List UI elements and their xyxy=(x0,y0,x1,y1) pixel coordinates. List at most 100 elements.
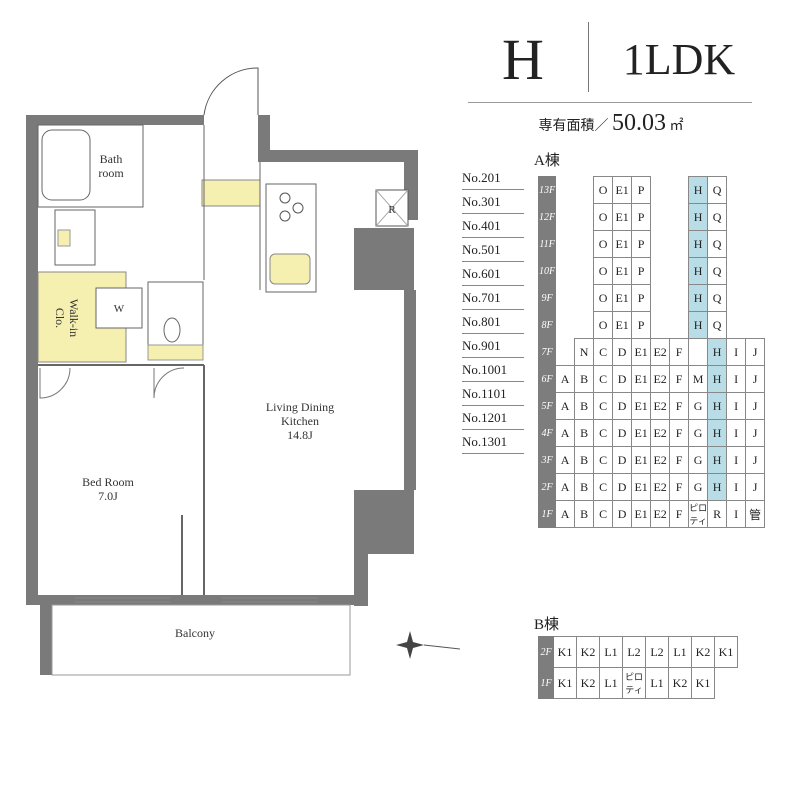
walkin-label: Walk-in xyxy=(67,299,81,337)
unit-cell: A xyxy=(555,500,576,528)
unit-number: No.201 xyxy=(462,166,524,190)
unit-cell: G xyxy=(688,446,709,474)
area-value: 50.03 xyxy=(612,110,666,136)
unit-cell: D xyxy=(612,473,633,501)
floor-tag: 13F xyxy=(537,176,557,204)
unit-cell: E2 xyxy=(650,446,671,474)
unit-cell: I xyxy=(726,392,747,420)
unit-cell: A xyxy=(555,392,576,420)
unit-cell: D xyxy=(612,392,633,420)
unit-number: No.801 xyxy=(462,310,524,334)
unit-cell xyxy=(670,204,689,231)
unit-type-title: H xyxy=(502,27,544,92)
unit-cell: F xyxy=(669,473,690,501)
unit-cell xyxy=(670,258,689,285)
unit-cell: N xyxy=(574,338,595,366)
unit-number: No.701 xyxy=(462,286,524,310)
unit-cell: K1 xyxy=(553,636,577,668)
toilet-shelf xyxy=(147,344,204,361)
walkin-label-2: Clo. xyxy=(53,308,67,328)
washer-label: W xyxy=(114,303,125,315)
unit-cell: K1 xyxy=(714,636,738,668)
unit-cell xyxy=(727,177,746,204)
bath-label-2: room xyxy=(98,166,124,180)
floor-tag: 10F xyxy=(537,257,557,285)
unit-cell: Q xyxy=(707,176,728,204)
unit-number: No.1201 xyxy=(462,406,524,430)
unit-cell xyxy=(651,231,670,258)
unit-cell xyxy=(670,285,689,312)
unit-cell: K2 xyxy=(576,636,600,668)
plan-walls xyxy=(26,115,418,675)
floor-tag: 11F xyxy=(537,230,557,258)
unit-cell xyxy=(556,312,575,339)
unit-cell: C xyxy=(593,338,614,366)
unit-cell: C xyxy=(593,392,614,420)
balcony-label: Balcony xyxy=(175,626,215,640)
unit-cell: E2 xyxy=(650,473,671,501)
unit-cell xyxy=(556,258,575,285)
unit-cell: E1 xyxy=(612,230,633,258)
unit-cell: G xyxy=(688,419,709,447)
unit-number: No.301 xyxy=(462,190,524,214)
unit-cell: O xyxy=(593,257,614,285)
unit-cell: B xyxy=(574,365,595,393)
unit-cell: L2 xyxy=(622,636,646,668)
unit-cell: H xyxy=(688,311,709,339)
floor-tag: 6F xyxy=(537,365,557,393)
unit-cell xyxy=(575,231,594,258)
unit-cell xyxy=(556,231,575,258)
unit-cell: F xyxy=(669,338,690,366)
unit-cell: Q xyxy=(707,203,728,231)
unit-cell: D xyxy=(612,419,633,447)
unit-cell xyxy=(575,204,594,231)
unit-cell: O xyxy=(593,230,614,258)
unit-cell: A xyxy=(555,473,576,501)
unit-cell xyxy=(651,312,670,339)
unit-cell: B xyxy=(574,500,595,528)
ldk-label: Living Dining xyxy=(266,400,334,414)
unit-cell: L1 xyxy=(599,667,623,699)
unit-cell: Q xyxy=(707,257,728,285)
unit-cell: Q xyxy=(707,230,728,258)
unit-cell: L1 xyxy=(599,636,623,668)
unit-cell: Q xyxy=(707,311,728,339)
unit-cell xyxy=(727,312,746,339)
unit-cell xyxy=(556,339,575,366)
unit-cell: J xyxy=(745,392,766,420)
unit-number: No.501 xyxy=(462,238,524,262)
unit-cell: I xyxy=(726,365,747,393)
unit-cell: H xyxy=(707,392,728,420)
laundry-shelf xyxy=(57,229,71,247)
unit-cell: F xyxy=(669,500,690,528)
floor-tag: 8F xyxy=(537,311,557,339)
unit-cell: K1 xyxy=(553,667,577,699)
unit-cell: B xyxy=(574,446,595,474)
unit-cell: A xyxy=(555,365,576,393)
unit-cell: H xyxy=(688,230,709,258)
unit-cell: P xyxy=(631,257,652,285)
unit-cell: H xyxy=(707,338,728,366)
unit-cell: E1 xyxy=(631,365,652,393)
unit-cell: I xyxy=(726,338,747,366)
unit-cell xyxy=(727,258,746,285)
unit-cell: E1 xyxy=(612,176,633,204)
header-rule xyxy=(468,102,752,103)
unit-cell: O xyxy=(593,311,614,339)
unit-number: No.1301 xyxy=(462,430,524,454)
bedroom-size: 7.0J xyxy=(98,489,118,503)
unit-cell: I xyxy=(726,500,747,528)
floor-tag: 5F xyxy=(537,392,557,420)
shoe-closet xyxy=(201,179,261,207)
floor-tag: 7F xyxy=(537,338,557,366)
